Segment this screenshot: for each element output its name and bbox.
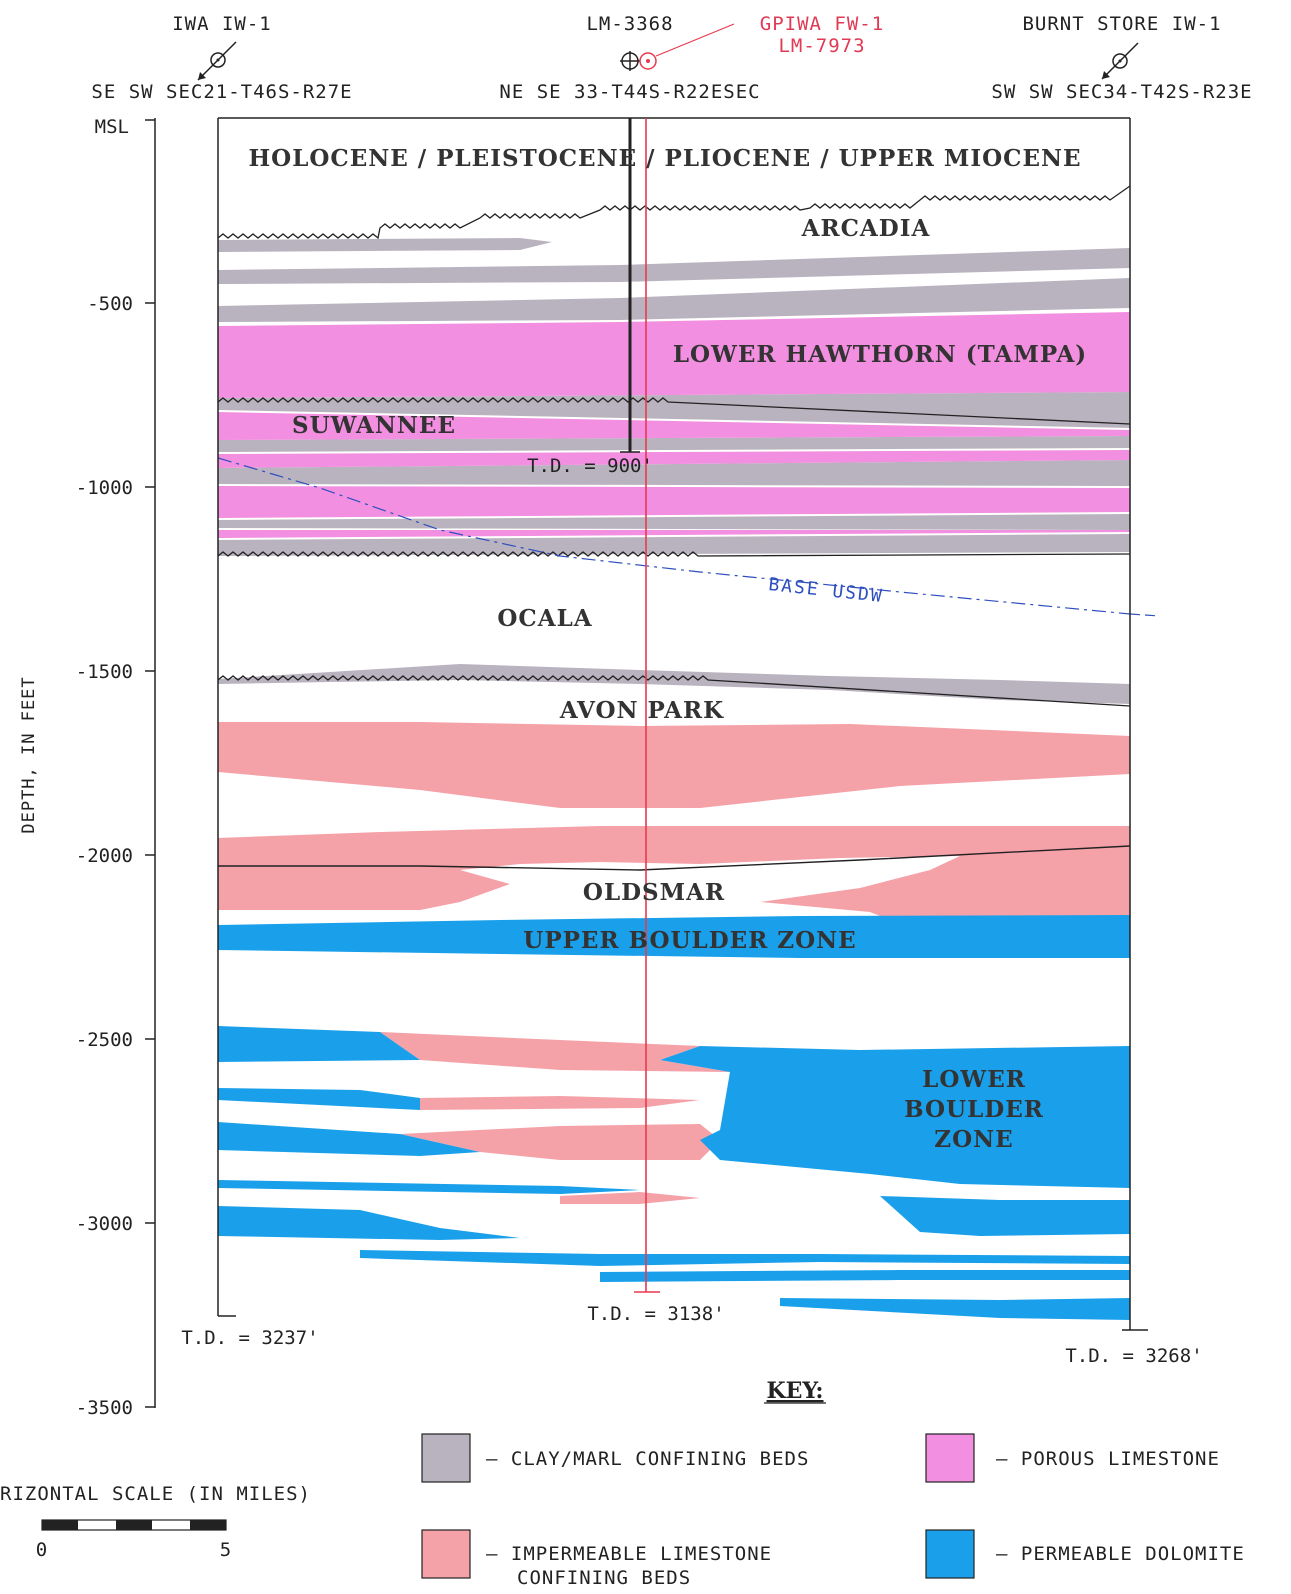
legend-swatch-impermeable — [421, 1529, 471, 1579]
unit-label-lower-boulder-1: LOWER — [922, 1066, 1026, 1093]
well-name-iwa: IWA IW-1 — [172, 13, 272, 35]
legend-label-porous: – POROUS LIMESTONE — [996, 1448, 1220, 1470]
unconformity-lines — [218, 185, 1130, 707]
scale-min: 0 — [36, 1539, 48, 1561]
well-lines — [218, 118, 1148, 1331]
legend-swatch-dolomite — [925, 1529, 975, 1579]
well-name-gpiwa: GPIWA FW-1 — [760, 13, 884, 35]
well-name-lm3368: LM-3368 — [586, 13, 673, 35]
scale-max: 5 — [220, 1539, 232, 1561]
td-label-burnt: T.D. = 3268' — [1065, 1345, 1202, 1367]
unit-label-top: HOLOCENE / PLEISTOCENE / PLIOCENE / UPPE… — [248, 145, 1081, 172]
porous-limestone-beds — [218, 312, 1130, 538]
legend-swatch-clay — [421, 1433, 471, 1483]
unit-label-ocala: OCALA — [497, 605, 592, 632]
legend-title: KEY: — [767, 1378, 824, 1404]
permeable-dolomite-beds — [218, 915, 1130, 1320]
well-location-lm3368: NE SE 33-T44S-R22ESEC — [499, 81, 760, 103]
injection-well-symbol-icon — [1101, 42, 1139, 80]
well-header-gpiwa: GPIWA FW-1 LM-7973 — [639, 13, 884, 70]
tick-label-3000: -3000 — [76, 1213, 133, 1235]
well-header-iwa: IWA IW-1 SE SW SEC21-T46S-R27E — [91, 13, 352, 103]
gpiwa-well-symbol-icon — [639, 23, 735, 70]
tick-label-1500: -1500 — [76, 661, 133, 683]
section-frame — [217, 117, 1131, 1330]
legend-label-impermeable: – IMPERMEABLE LIMESTONE — [486, 1543, 772, 1565]
td-label-iwa: T.D. = 3237' — [181, 1327, 318, 1349]
tick-label-1000: -1000 — [76, 477, 133, 499]
legend-label-impermeable-2: CONFINING BEDS — [517, 1567, 691, 1589]
well-location-burnt: SW SW SEC34-T42S-R23E — [991, 81, 1252, 103]
monitor-well-symbol-icon — [620, 51, 640, 71]
unit-label-lower-boulder-2: BOULDER — [904, 1096, 1044, 1123]
legend: KEY: – CLAY/MARL CONFINING BEDS – POROUS… — [421, 1378, 1245, 1589]
base-usdw-label: BASE USDW — [767, 574, 884, 607]
clay-beds — [218, 238, 1130, 704]
impermeable-limestone-beds — [218, 722, 1130, 1204]
td-label-gpiwa: T.D. = 3138' — [587, 1303, 724, 1325]
unit-label-suwannee: SUWANNEE — [292, 412, 456, 439]
tick-label-msl: MSL — [95, 116, 129, 138]
base-usdw-line — [218, 457, 1130, 615]
tick-label-2500: -2500 — [76, 1029, 133, 1051]
well-location-iwa: SE SW SEC21-T46S-R27E — [91, 81, 352, 103]
section-layers — [218, 185, 1130, 1320]
injection-well-symbol-icon — [197, 41, 237, 81]
oldsmar-contact-line — [218, 845, 1130, 871]
td-label-lm3368: T.D. = 900' — [527, 455, 653, 477]
well-header-lm3368: LM-3368 NE SE 33-T44S-R22ESEC — [499, 13, 760, 103]
unit-label-arcadia: ARCADIA — [801, 215, 931, 242]
unit-label-oldsmar: OLDSMAR — [583, 879, 725, 906]
unit-label-lower-boulder-3: ZONE — [934, 1126, 1013, 1153]
legend-swatch-porous — [925, 1433, 975, 1483]
unit-label-avon-park: AVON PARK — [559, 697, 724, 724]
tick-label-3500: -3500 — [76, 1397, 133, 1419]
depth-axis: MSL -500 -1000 -1500 -2000 -2500 -3000 -… — [19, 116, 156, 1419]
axis-title: DEPTH, IN FEET — [19, 676, 39, 833]
legend-label-clay: – CLAY/MARL CONFINING BEDS — [486, 1448, 809, 1470]
legend-label-dolomite: – PERMEABLE DOLOMITE — [996, 1543, 1245, 1565]
well-altname-gpiwa: LM-7973 — [778, 35, 865, 57]
unit-label-lower-hawthorn: LOWER HAWTHORN (TAMPA) — [673, 341, 1087, 368]
horizontal-scale: RIZONTAL SCALE (IN MILES) 0 5 — [0, 1483, 311, 1561]
well-name-burnt: BURNT STORE IW-1 — [1022, 13, 1221, 35]
unit-label-upper-boulder: UPPER BOULDER ZONE — [523, 927, 856, 954]
tick-label-2000: -2000 — [76, 845, 133, 867]
well-header-burnt: BURNT STORE IW-1 SW SW SEC34-T42S-R23E — [991, 13, 1252, 103]
tick-label-500: -500 — [87, 293, 133, 315]
scale-title: RIZONTAL SCALE (IN MILES) — [0, 1483, 311, 1505]
